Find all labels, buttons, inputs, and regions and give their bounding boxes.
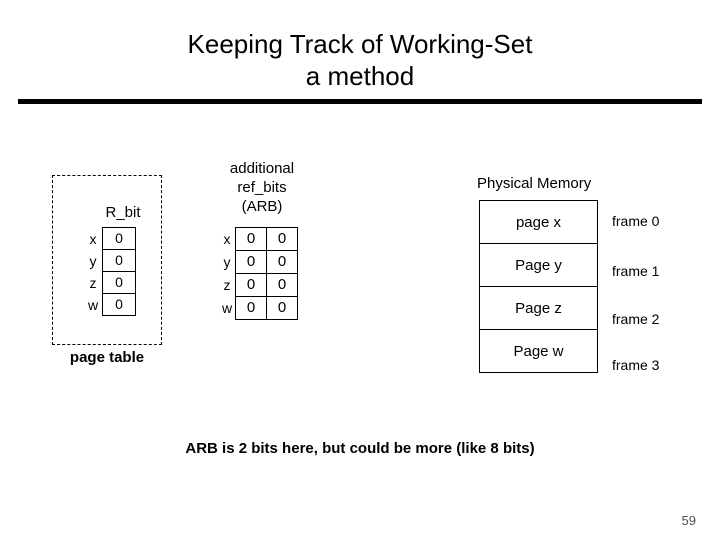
- arb-cell-y-0[interactable]: 0: [235, 250, 267, 274]
- table-row: z 0: [84, 271, 136, 294]
- slide-page-number: 59: [681, 513, 696, 528]
- table-row: x 0 0: [219, 227, 298, 251]
- arb-group: additional ref_bits (ARB) x 0 0 y 0 0 z …: [212, 159, 312, 320]
- r-bit-column-header: R_bit: [105, 204, 141, 221]
- arb-cell-z-0[interactable]: 0: [235, 273, 267, 297]
- frame-label-column: frame 0 frame 1 frame 2 frame 3: [612, 200, 692, 400]
- physical-memory-heading: Physical Memory: [477, 175, 592, 192]
- footnote-text: ARB is 2 bits here, but could be more (l…: [185, 440, 535, 457]
- arb-table: x 0 0 y 0 0 z 0 0 w 0 0: [219, 227, 298, 320]
- row-label-z: z: [89, 274, 97, 291]
- table-row: x 0: [84, 227, 136, 250]
- memory-frame-cell-1[interactable]: Page y: [480, 244, 597, 287]
- arb-cell-w-0[interactable]: 0: [235, 296, 267, 320]
- row-label-x: x: [89, 230, 97, 247]
- frame-label-1: frame 1: [612, 263, 660, 279]
- arb-row-label-y: y: [223, 254, 231, 270]
- page-table-group: R_bit x 0 y 0 z 0 w: [52, 175, 162, 366]
- physical-memory-group: Physical Memory page x Page y Page z Pag…: [473, 175, 659, 373]
- page-title: Keeping Track of Working-Set a method: [0, 28, 720, 92]
- arb-row-label-x: x: [223, 231, 231, 247]
- frame-label-3: frame 3: [612, 357, 660, 373]
- r-bit-cell-x[interactable]: 0: [102, 227, 136, 250]
- arb-row-label-z: z: [223, 277, 231, 293]
- title-line-1: Keeping Track of Working-Set: [187, 29, 533, 59]
- arb-cell-x-0[interactable]: 0: [235, 227, 267, 251]
- arb-cell-y-1[interactable]: 0: [266, 250, 298, 274]
- r-bit-cell-w[interactable]: 0: [102, 293, 136, 316]
- arb-cell-z-1[interactable]: 0: [266, 273, 298, 297]
- arb-cell-w-1[interactable]: 0: [266, 296, 298, 320]
- arb-header-line-1: additional: [229, 160, 295, 177]
- arb-row-label-w: w: [221, 300, 233, 316]
- memory-frame-cell-2[interactable]: Page z: [480, 287, 597, 330]
- memory-frame-cell-3[interactable]: Page w: [513, 342, 564, 360]
- title-divider: [18, 99, 702, 104]
- arb-cell-x-1[interactable]: 0: [266, 227, 298, 251]
- page-table-caption: page table: [69, 349, 145, 366]
- frame-label-2: frame 2: [612, 311, 660, 327]
- memory-frame-cell-0[interactable]: page x: [480, 201, 597, 244]
- table-row: z 0 0: [219, 273, 298, 297]
- r-bit-table: x 0 y 0 z 0 w 0: [84, 227, 136, 316]
- physical-memory-box: page x Page y Page z Page w: [479, 200, 598, 373]
- arb-header-line-2: ref_bits: [237, 179, 287, 196]
- frame-label-0: frame 0: [612, 213, 660, 229]
- page-table-dashed-border: R_bit x 0 y 0 z 0 w: [52, 175, 162, 345]
- title-line-2: a method: [305, 61, 415, 91]
- arb-header: additional ref_bits (ARB): [212, 159, 312, 216]
- table-row: w 0 0: [219, 296, 298, 320]
- row-label-w: w: [87, 296, 99, 313]
- row-label-y: y: [89, 252, 97, 269]
- table-row: y 0 0: [219, 250, 298, 274]
- r-bit-cell-z[interactable]: 0: [102, 271, 136, 294]
- table-row: w 0: [84, 293, 136, 316]
- table-row: y 0: [84, 249, 136, 272]
- arb-header-line-3: (ARB): [241, 198, 283, 215]
- r-bit-cell-y[interactable]: 0: [102, 249, 136, 272]
